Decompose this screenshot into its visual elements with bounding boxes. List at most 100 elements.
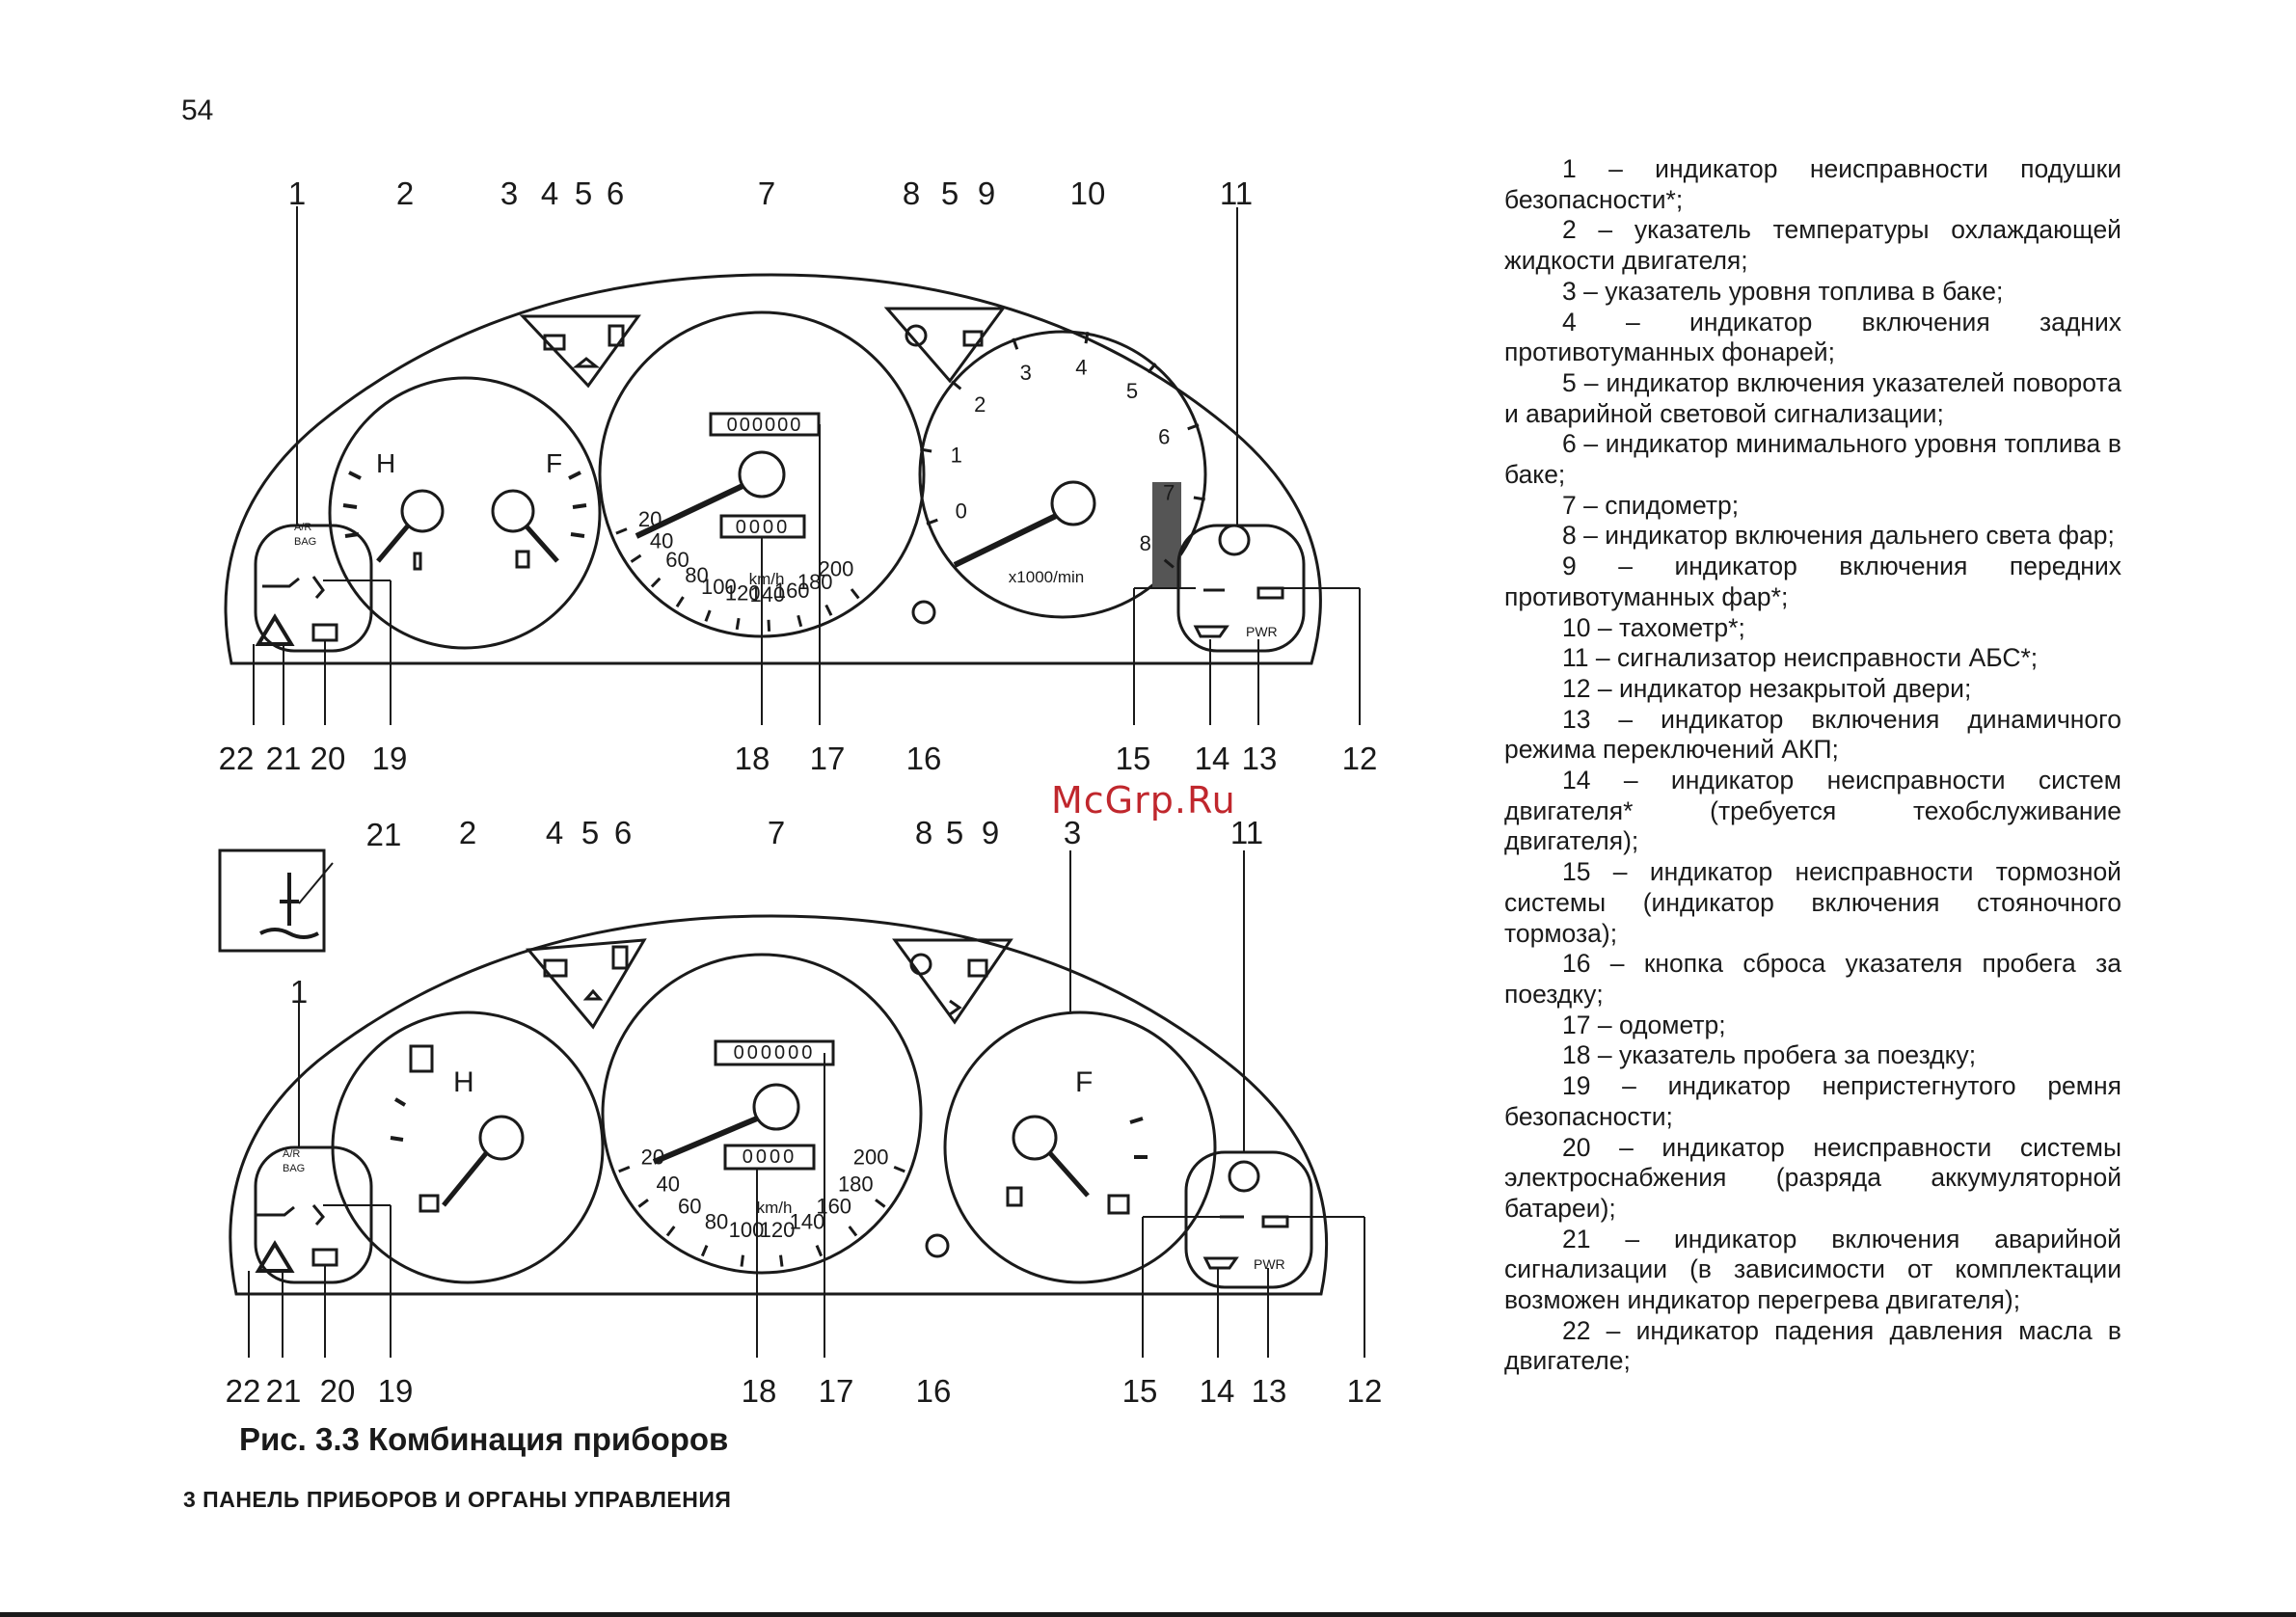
top-speedo-tick-mark — [797, 614, 803, 628]
figure-caption: Рис. 3.3 Комбинация приборов — [239, 1421, 729, 1457]
top-speedo-tick-mark — [650, 577, 662, 588]
page-number: 54 — [181, 94, 214, 126]
bottom-callout-2: 2 — [459, 815, 476, 850]
top-speedo-tick-20: 20 — [638, 507, 662, 531]
bottom-callout-21: 21 — [366, 817, 402, 852]
bottom-speedo-tick-mark — [779, 1254, 784, 1267]
bottom-speed-unit: km/h — [757, 1199, 793, 1217]
battery-icon — [311, 623, 338, 642]
bottom-cluster-outline — [229, 914, 1329, 1296]
top-tacho-tick-6: 6 — [1158, 425, 1170, 449]
top-callout-11: 11 — [1220, 175, 1253, 211]
rear-fog-icon — [543, 334, 566, 351]
top-speedo-tick-mark — [704, 609, 712, 622]
top-callout-6: 6 — [607, 175, 624, 211]
section-footer: 3 ПАНЕЛЬ ПРИБОРОВ И ОРГАНЫ УПРАВЛЕНИЯ — [183, 1487, 732, 1512]
bottom-callout-15: 15 — [1122, 1373, 1158, 1409]
bottom-callout-22: 22 — [226, 1373, 261, 1409]
legend-item: 10 – тахометр*; — [1562, 612, 1745, 642]
bottom-airbag-label-2: BAG — [283, 1163, 305, 1174]
top-callout-13: 13 — [1242, 741, 1278, 776]
top-callout-19: 19 — [372, 741, 408, 776]
legend-item: 11 – сигнализатор неисправности АБС*; — [1562, 643, 2039, 673]
bottom-speedo-tick-140: 140 — [790, 1210, 825, 1234]
bottom-speedo-tick-mark — [700, 1245, 709, 1257]
overheat-inset-box — [218, 849, 326, 953]
bottom-callout-12: 12 — [1347, 1373, 1383, 1409]
legend-item: 17 – одометр; — [1562, 1010, 1726, 1039]
bottom-speedo-tick-mark — [665, 1226, 676, 1237]
bottom-temp-gauge — [331, 1011, 605, 1284]
bottom-callout-5: 5 — [581, 815, 599, 850]
legend-item: 21 – индикатор включения аварийной сигна… — [1504, 1224, 2121, 1315]
legend-item: 16 – кнопка сброса указателя пробега за … — [1504, 949, 2121, 1009]
legend-item: 2 – указатель температуры охлаждающей жи… — [1504, 215, 2121, 276]
top-temp-fuel-gauge — [328, 376, 602, 650]
bottom-trip-value: 0000 — [743, 1146, 797, 1168]
top-speedo-tick-mark — [675, 596, 685, 608]
bottom-callout-6: 6 — [614, 815, 632, 850]
high-beam-icon — [905, 324, 928, 347]
top-callout-4: 4 — [541, 175, 558, 211]
top-tacho-tick-mark — [1084, 332, 1090, 344]
legend-item: 6 – индикатор минимального уровня топлив… — [1504, 429, 2121, 490]
top-odometer-value: 000000 — [727, 415, 803, 436]
legend-item: 5 – индикатор включения указателей повор… — [1504, 367, 2121, 428]
legend-item: 22 – индикатор падения давления масла в … — [1504, 1315, 2121, 1376]
bottom-speedo-tick-mark — [618, 1166, 631, 1173]
bottom-speedo-tick-60: 60 — [678, 1194, 701, 1218]
bottom-speedo-tick-40: 40 — [656, 1172, 679, 1197]
bottom-rule — [0, 1612, 2296, 1617]
bottom-callout-4: 4 — [546, 815, 563, 850]
top-pwr-label: PWR — [1246, 624, 1278, 639]
bottom-speedo-tick-mark — [875, 1199, 886, 1208]
top-speedo-tick-mark — [735, 617, 741, 631]
top-callout-12: 12 — [1342, 741, 1378, 776]
bottom-callout-17: 17 — [819, 1373, 854, 1409]
top-trip-meter — [719, 514, 806, 539]
fuel-level-icon — [608, 324, 625, 347]
top-tacho-tick-0: 0 — [956, 499, 967, 523]
top-fuel-pump-icon — [515, 550, 530, 569]
oil-pressure-icon — [262, 577, 300, 588]
top-callout-20: 20 — [311, 741, 346, 776]
bottom-callout-16: 16 — [916, 1373, 952, 1409]
top-speedo-tick-140: 140 — [749, 582, 785, 606]
top-tacho-tick-4: 4 — [1075, 356, 1087, 380]
hazard-icon — [255, 613, 295, 646]
bottom-callout-21: 21 — [266, 1373, 302, 1409]
bottom-speedo-tick-mark — [848, 1226, 858, 1237]
bottom-callout-7: 7 — [768, 815, 785, 850]
bottom-odometer-value: 000000 — [734, 1042, 816, 1064]
seatbelt-icon — [311, 576, 325, 599]
legend-item: 18 – указатель пробега за поездку; — [1562, 1040, 1977, 1070]
top-speedo-tick-200: 200 — [819, 557, 854, 581]
door-open-icon — [1256, 586, 1284, 600]
legend-item: 19 – индикатор непристегнутого ремня без… — [1504, 1071, 2121, 1131]
front-fog-icon — [962, 330, 984, 347]
top-callout-8: 8 — [903, 175, 920, 211]
top-callout-9: 9 — [978, 175, 995, 211]
top-tacho-tick-3: 3 — [1020, 361, 1032, 385]
top-callout-22: 22 — [219, 741, 255, 776]
top-trip-reset-knob — [911, 600, 936, 625]
legend-item: 13 – индикатор включения динамичного реж… — [1504, 704, 2121, 765]
top-callout-18: 18 — [735, 741, 770, 776]
legend-item: 20 – индикатор неисправности системы эле… — [1504, 1132, 2121, 1223]
bottom-callout-14: 14 — [1200, 1373, 1235, 1409]
top-callout-5: 5 — [575, 175, 592, 211]
legend-item: 4 – индикатор включения задних противоту… — [1504, 307, 2121, 367]
top-speedo-tick-80: 80 — [685, 563, 708, 587]
bottom-speedo-tick-160: 160 — [816, 1194, 851, 1218]
bottom-speedo-tick-100: 100 — [729, 1218, 765, 1242]
top-callout-21: 21 — [266, 741, 302, 776]
legend-item: 8 – индикатор включения дальнего света ф… — [1562, 521, 2115, 551]
bottom-trip-meter — [723, 1144, 816, 1171]
top-tacho-tick-1: 1 — [951, 444, 962, 468]
top-tacho-tick-mark — [951, 380, 962, 391]
top-tachometer — [918, 330, 1207, 619]
bottom-callout-5: 5 — [946, 815, 963, 850]
